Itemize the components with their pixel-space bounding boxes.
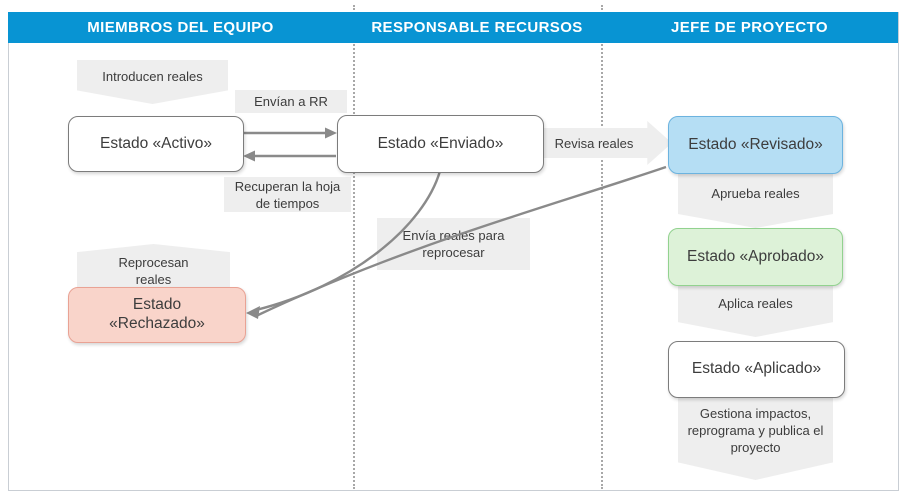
lane-separator-2	[601, 5, 603, 489]
action-banner-introducen-reales: Introducen reales	[77, 60, 228, 104]
arrowhead-right	[325, 127, 337, 139]
curve-enviado-to-rechazado	[255, 170, 442, 312]
action-label: Introducen reales	[102, 68, 203, 84]
state-label: Estado «Rechazado»	[109, 296, 205, 332]
action-label: Aprueba reales	[711, 186, 800, 201]
action-banner-reprocesan-reales: Reprocesan reales	[77, 244, 230, 292]
state-label: Estado «Activo»	[99, 134, 212, 152]
state-label: Estado «Aplicado»	[691, 360, 822, 378]
lane-title-jefe: JEFE DE PROYECTO	[671, 19, 828, 36]
curve-revisado-to-rechazado	[255, 165, 667, 318]
lane-title-miembros: MIEMBROS DEL EQUIPO	[87, 19, 274, 36]
state-label: Estado «Aprobado»	[686, 247, 825, 265]
block-arrow-revisa-reales: Revisa reales	[542, 121, 672, 165]
edge-label-envian-a-rr: Envían a RR	[235, 90, 347, 113]
action-label: Aplica reales	[718, 296, 793, 311]
edge-label-envia-reprocesar: Envía reales para reprocesar	[377, 218, 530, 270]
state-box-revisado: Estado «Revisado»	[668, 116, 843, 174]
state-box-activo: Estado «Activo»	[68, 116, 244, 172]
state-label: Estado «Revisado»	[688, 135, 823, 153]
edge-label-text: Recuperan la hoja de tiempos	[234, 178, 341, 211]
state-label: Estado «Enviado»	[377, 134, 504, 152]
edge-label-text: Revisa reales	[554, 135, 634, 151]
state-box-aplicado: Estado «Aplicado»	[668, 341, 845, 398]
arrowhead-left	[243, 150, 255, 162]
edge-label-recuperan-hoja: Recuperan la hoja de tiempos	[224, 177, 351, 212]
state-box-rechazado: Estado «Rechazado»	[68, 287, 246, 343]
lane-separator-1	[353, 5, 355, 489]
state-box-enviado: Estado «Enviado»	[337, 115, 544, 173]
swimlane-header-bar: MIEMBROS DEL EQUIPO RESPONSABLE RECURSOS…	[8, 12, 898, 43]
state-box-aprobado: Estado «Aprobado»	[668, 228, 843, 286]
action-banner-gestiona-impactos: Gestiona impactos, reprograma y publica …	[678, 396, 833, 480]
lane-title-responsable: RESPONSABLE RECURSOS	[371, 19, 583, 36]
arrowhead-rechazado	[246, 306, 260, 319]
action-label: Gestiona impactos, reprograma y publica …	[687, 405, 824, 455]
action-label: Reprocesan reales	[118, 255, 189, 287]
edge-label-text: Envían a RR	[254, 94, 328, 109]
